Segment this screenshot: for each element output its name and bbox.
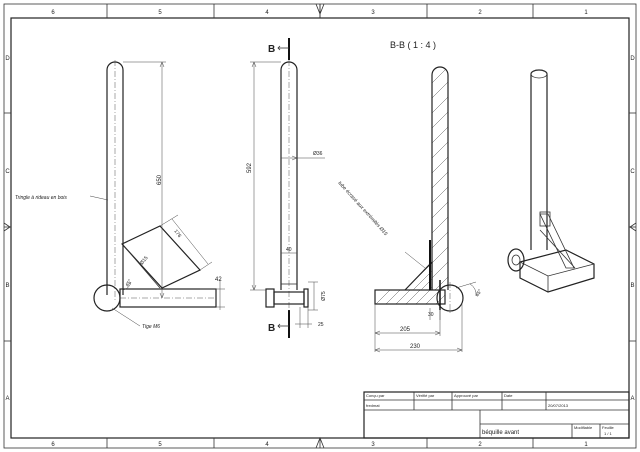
section-dim-205: 205 — [400, 327, 411, 333]
section-marker-top: B — [268, 44, 275, 55]
row-label-right-c: C — [630, 169, 635, 175]
col-label-top-4: 4 — [265, 10, 269, 16]
col-label-bottom-1: 1 — [584, 442, 588, 448]
iso-wheel — [507, 248, 525, 272]
section-dim-230: 230 — [410, 344, 421, 350]
row-label-left-c: C — [5, 169, 10, 175]
col-label-bottom-3: 3 — [371, 442, 375, 448]
section-title: B-B ( 1 : 4 ) — [390, 40, 436, 50]
row-label-right-b: B — [630, 283, 634, 289]
section-view: B-B ( 1 : 4 ) — [337, 40, 484, 353]
row-label-right-d: D — [630, 56, 635, 62]
col-label-top-6: 6 — [51, 10, 55, 16]
front-dim-gap: 40 — [286, 247, 292, 253]
approved-by-label: Approuvé par — [454, 393, 479, 398]
col-label-top-1: 1 — [584, 10, 588, 16]
col-label-bottom-4: 4 — [265, 442, 269, 448]
left-view: 176 Ø15 45° 650 42 Tringle à rideau en b… — [15, 60, 225, 330]
col-label-top-2: 2 — [478, 10, 482, 16]
modified-label: Modifiable — [574, 425, 593, 430]
row-label-left-d: D — [5, 56, 10, 62]
sheet-label: Feuille — [602, 425, 615, 430]
front-dim-wheel-width: 25 — [318, 322, 324, 328]
isometric-view — [507, 69, 595, 293]
front-dim-rod-dia: Ø36 — [313, 151, 323, 157]
section-dim-30: 30 — [428, 312, 434, 318]
front-dim-wheel-dia: Ø75 — [321, 291, 327, 301]
sheet-value: 1 / 1 — [604, 431, 613, 436]
tube-callout: tube écrasé aux extrémités Ø15 — [337, 180, 389, 237]
front-view: B B 592 Ø36 40 Ø75 25 — [247, 38, 327, 338]
left-dim-diameter: Ø15 — [139, 255, 150, 266]
rod-label: Tringle à rideau en bois — [15, 195, 67, 201]
bolt-label: Tige M6 — [142, 324, 160, 330]
row-label-left-a: A — [5, 396, 9, 402]
date-label: Date — [504, 393, 513, 398]
col-label-bottom-5: 5 — [158, 442, 162, 448]
frame: 6 5 4 3 2 1 6 5 4 3 2 1 D C B A D C B A — [3, 3, 637, 449]
left-dim-height: 650 — [157, 174, 163, 185]
left-dim-offset: 42 — [215, 277, 222, 283]
col-label-top-3: 3 — [371, 10, 375, 16]
col-label-top-5: 5 — [158, 10, 162, 16]
left-dim-diagonal: 176 — [172, 229, 182, 239]
section-dim-angle: 45° — [475, 288, 484, 298]
drawn-by-value: fredmat — [366, 403, 380, 408]
col-label-bottom-2: 2 — [478, 442, 482, 448]
row-label-left-b: B — [5, 283, 9, 289]
left-dim-angle: 45° — [125, 278, 134, 288]
section-marker-bottom: B — [268, 323, 275, 334]
col-label-bottom-6: 6 — [51, 442, 55, 448]
checked-by-label: Vérifié par — [416, 393, 435, 398]
front-dim-height: 592 — [247, 162, 253, 173]
title-block: Conçu par fredmat Vérifié par Approuvé p… — [363, 391, 630, 439]
drawn-by-label: Conçu par — [366, 393, 385, 398]
part-name: béquille avant — [482, 430, 519, 436]
date-value: 20/07/2013 — [548, 403, 569, 408]
row-label-right-a: A — [630, 396, 634, 402]
